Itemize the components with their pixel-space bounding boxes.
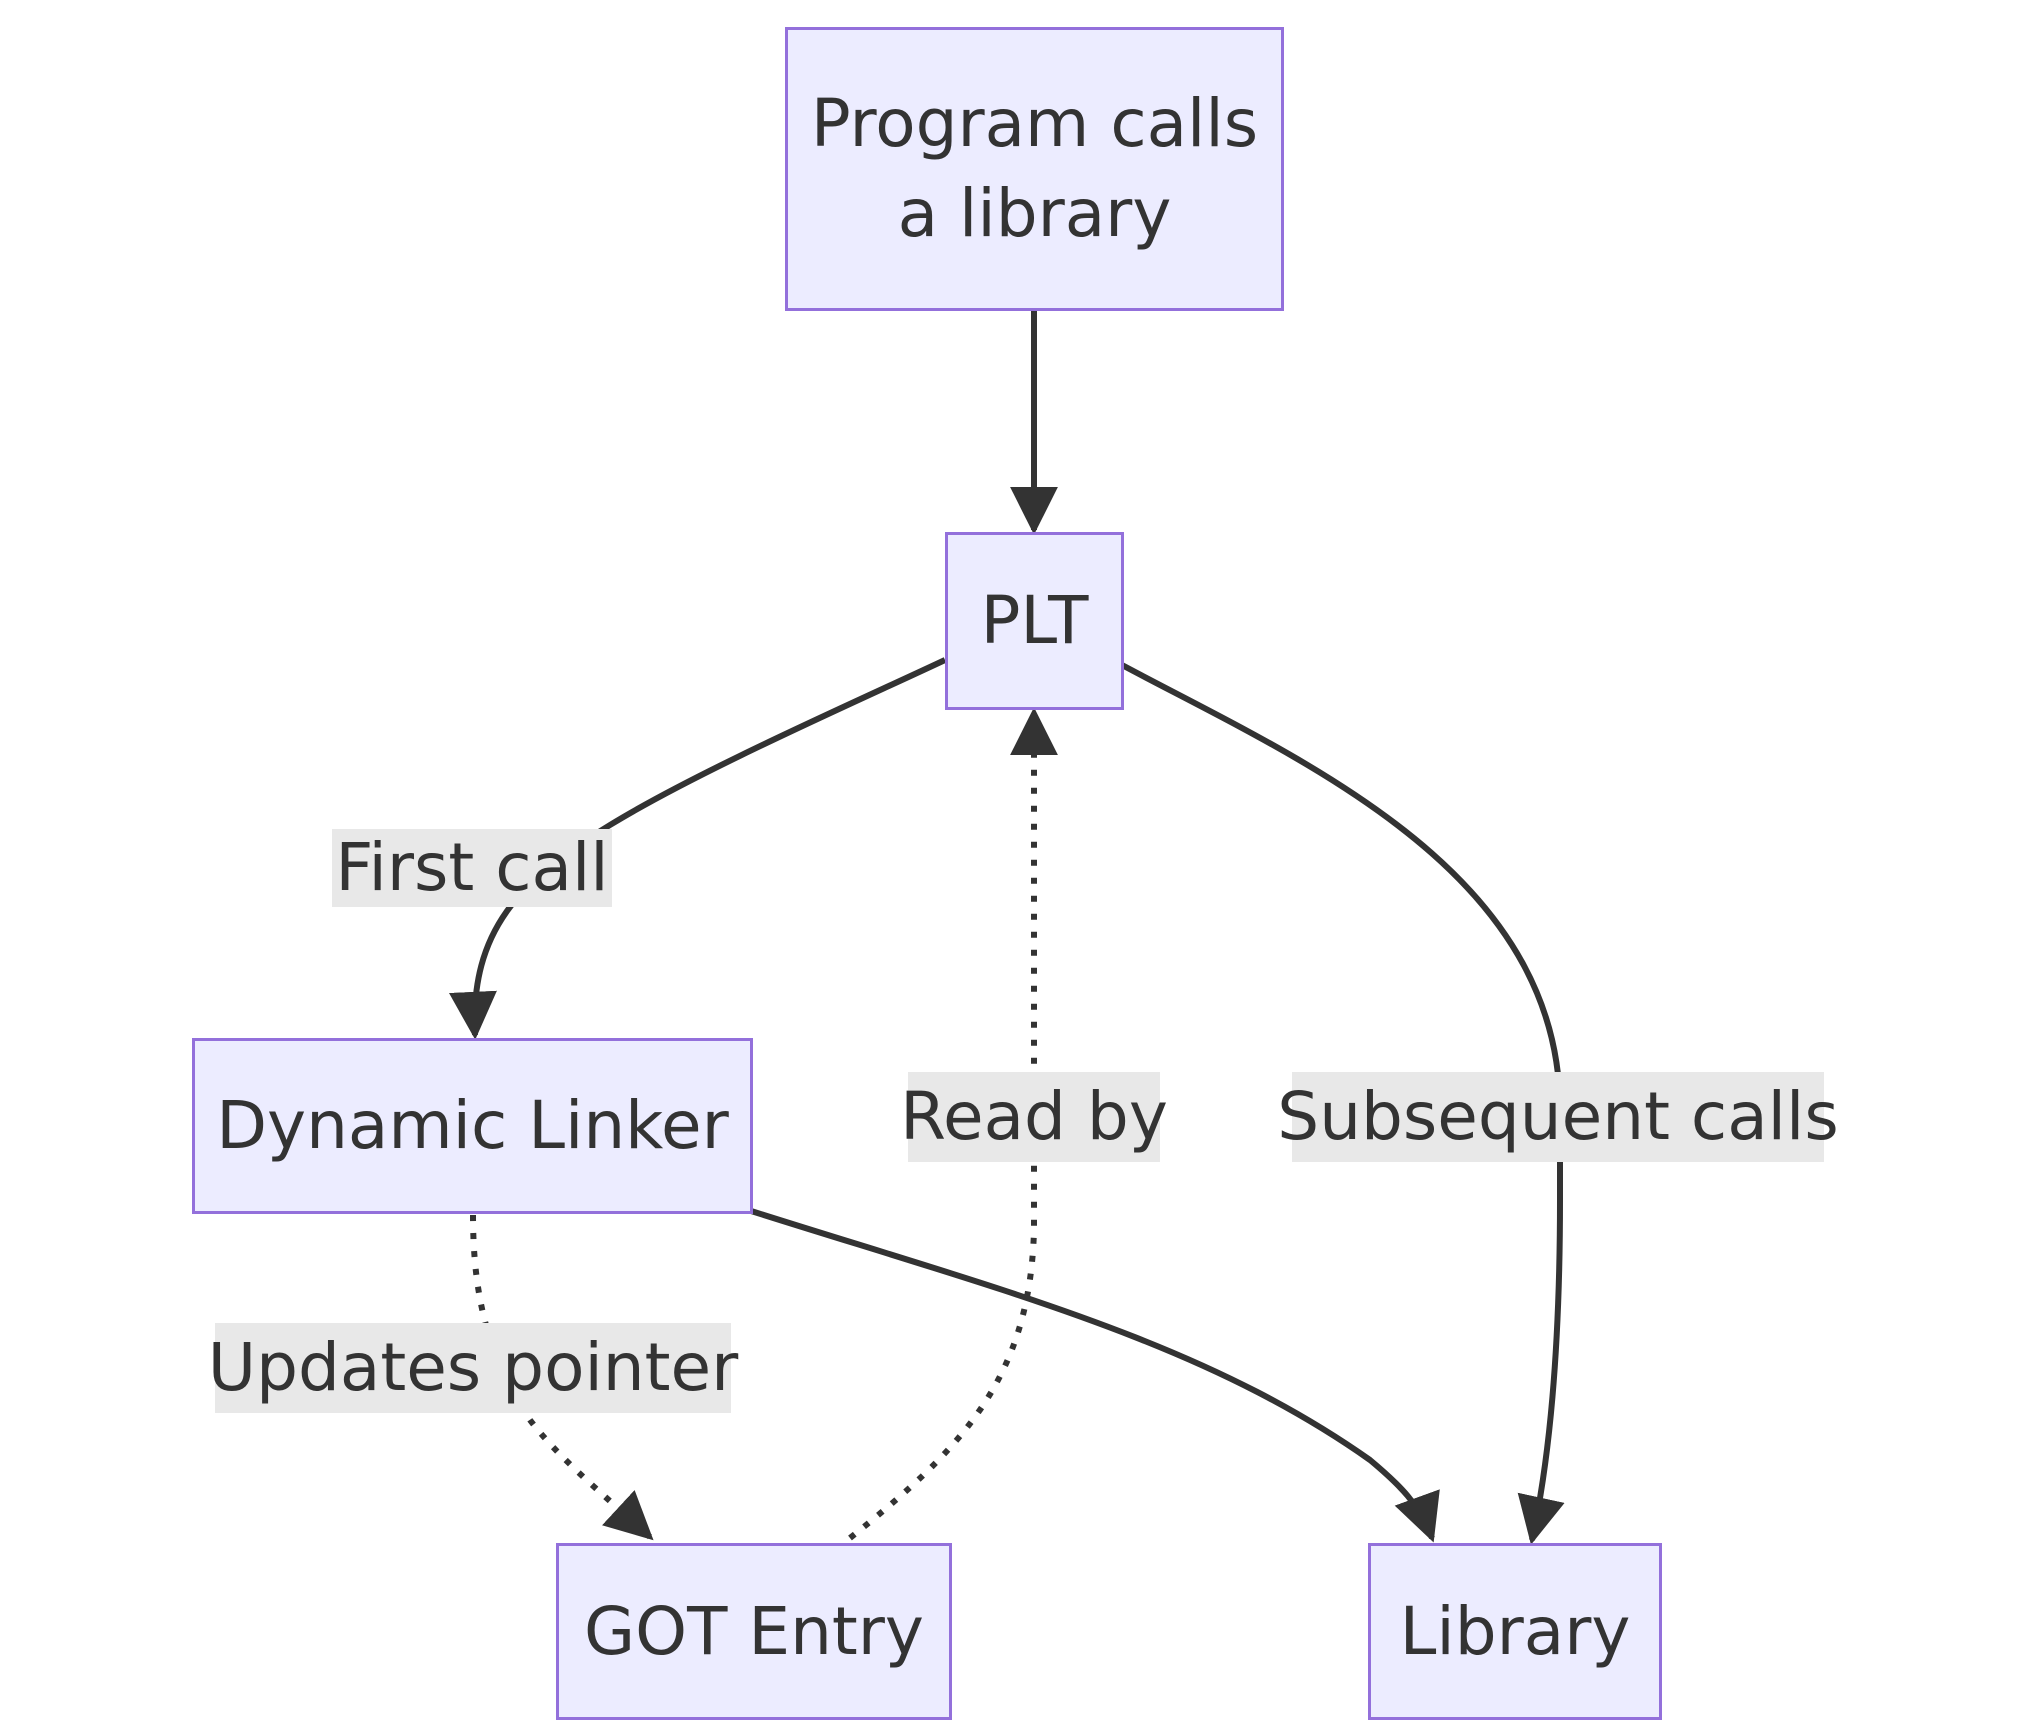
edge-label-updates-pointer: Updates pointer: [208, 1323, 738, 1413]
edge-plt-to-linker: [448, 657, 947, 1040]
node-library-label: Library: [1399, 1592, 1631, 1670]
node-library: Library: [1368, 1543, 1662, 1720]
node-program-calls-library: Program calls a library: [785, 27, 1284, 311]
edge-got-to-plt: [848, 707, 1058, 1541]
node-plt: PLT: [945, 532, 1124, 710]
node-linker-label: Dynamic Linker: [216, 1087, 729, 1164]
edge-linker-to-library: [747, 1207, 1440, 1543]
edge-label-first-call: First call: [332, 829, 612, 907]
node-got-label: GOT Entry: [584, 1592, 924, 1670]
edge-label-read-by: Read by: [900, 1072, 1168, 1162]
edge-label-subsequent-calls: Subsequent calls: [1277, 1072, 1839, 1162]
edge-plt-to-library: [1120, 662, 1565, 1545]
node-dynamic-linker: Dynamic Linker: [192, 1038, 753, 1214]
node-program-label: Program calls a library: [810, 85, 1259, 252]
node-plt-label: PLT: [980, 582, 1089, 659]
node-got-entry: GOT Entry: [556, 1543, 952, 1720]
edge-linker-to-got: [470, 1214, 654, 1541]
